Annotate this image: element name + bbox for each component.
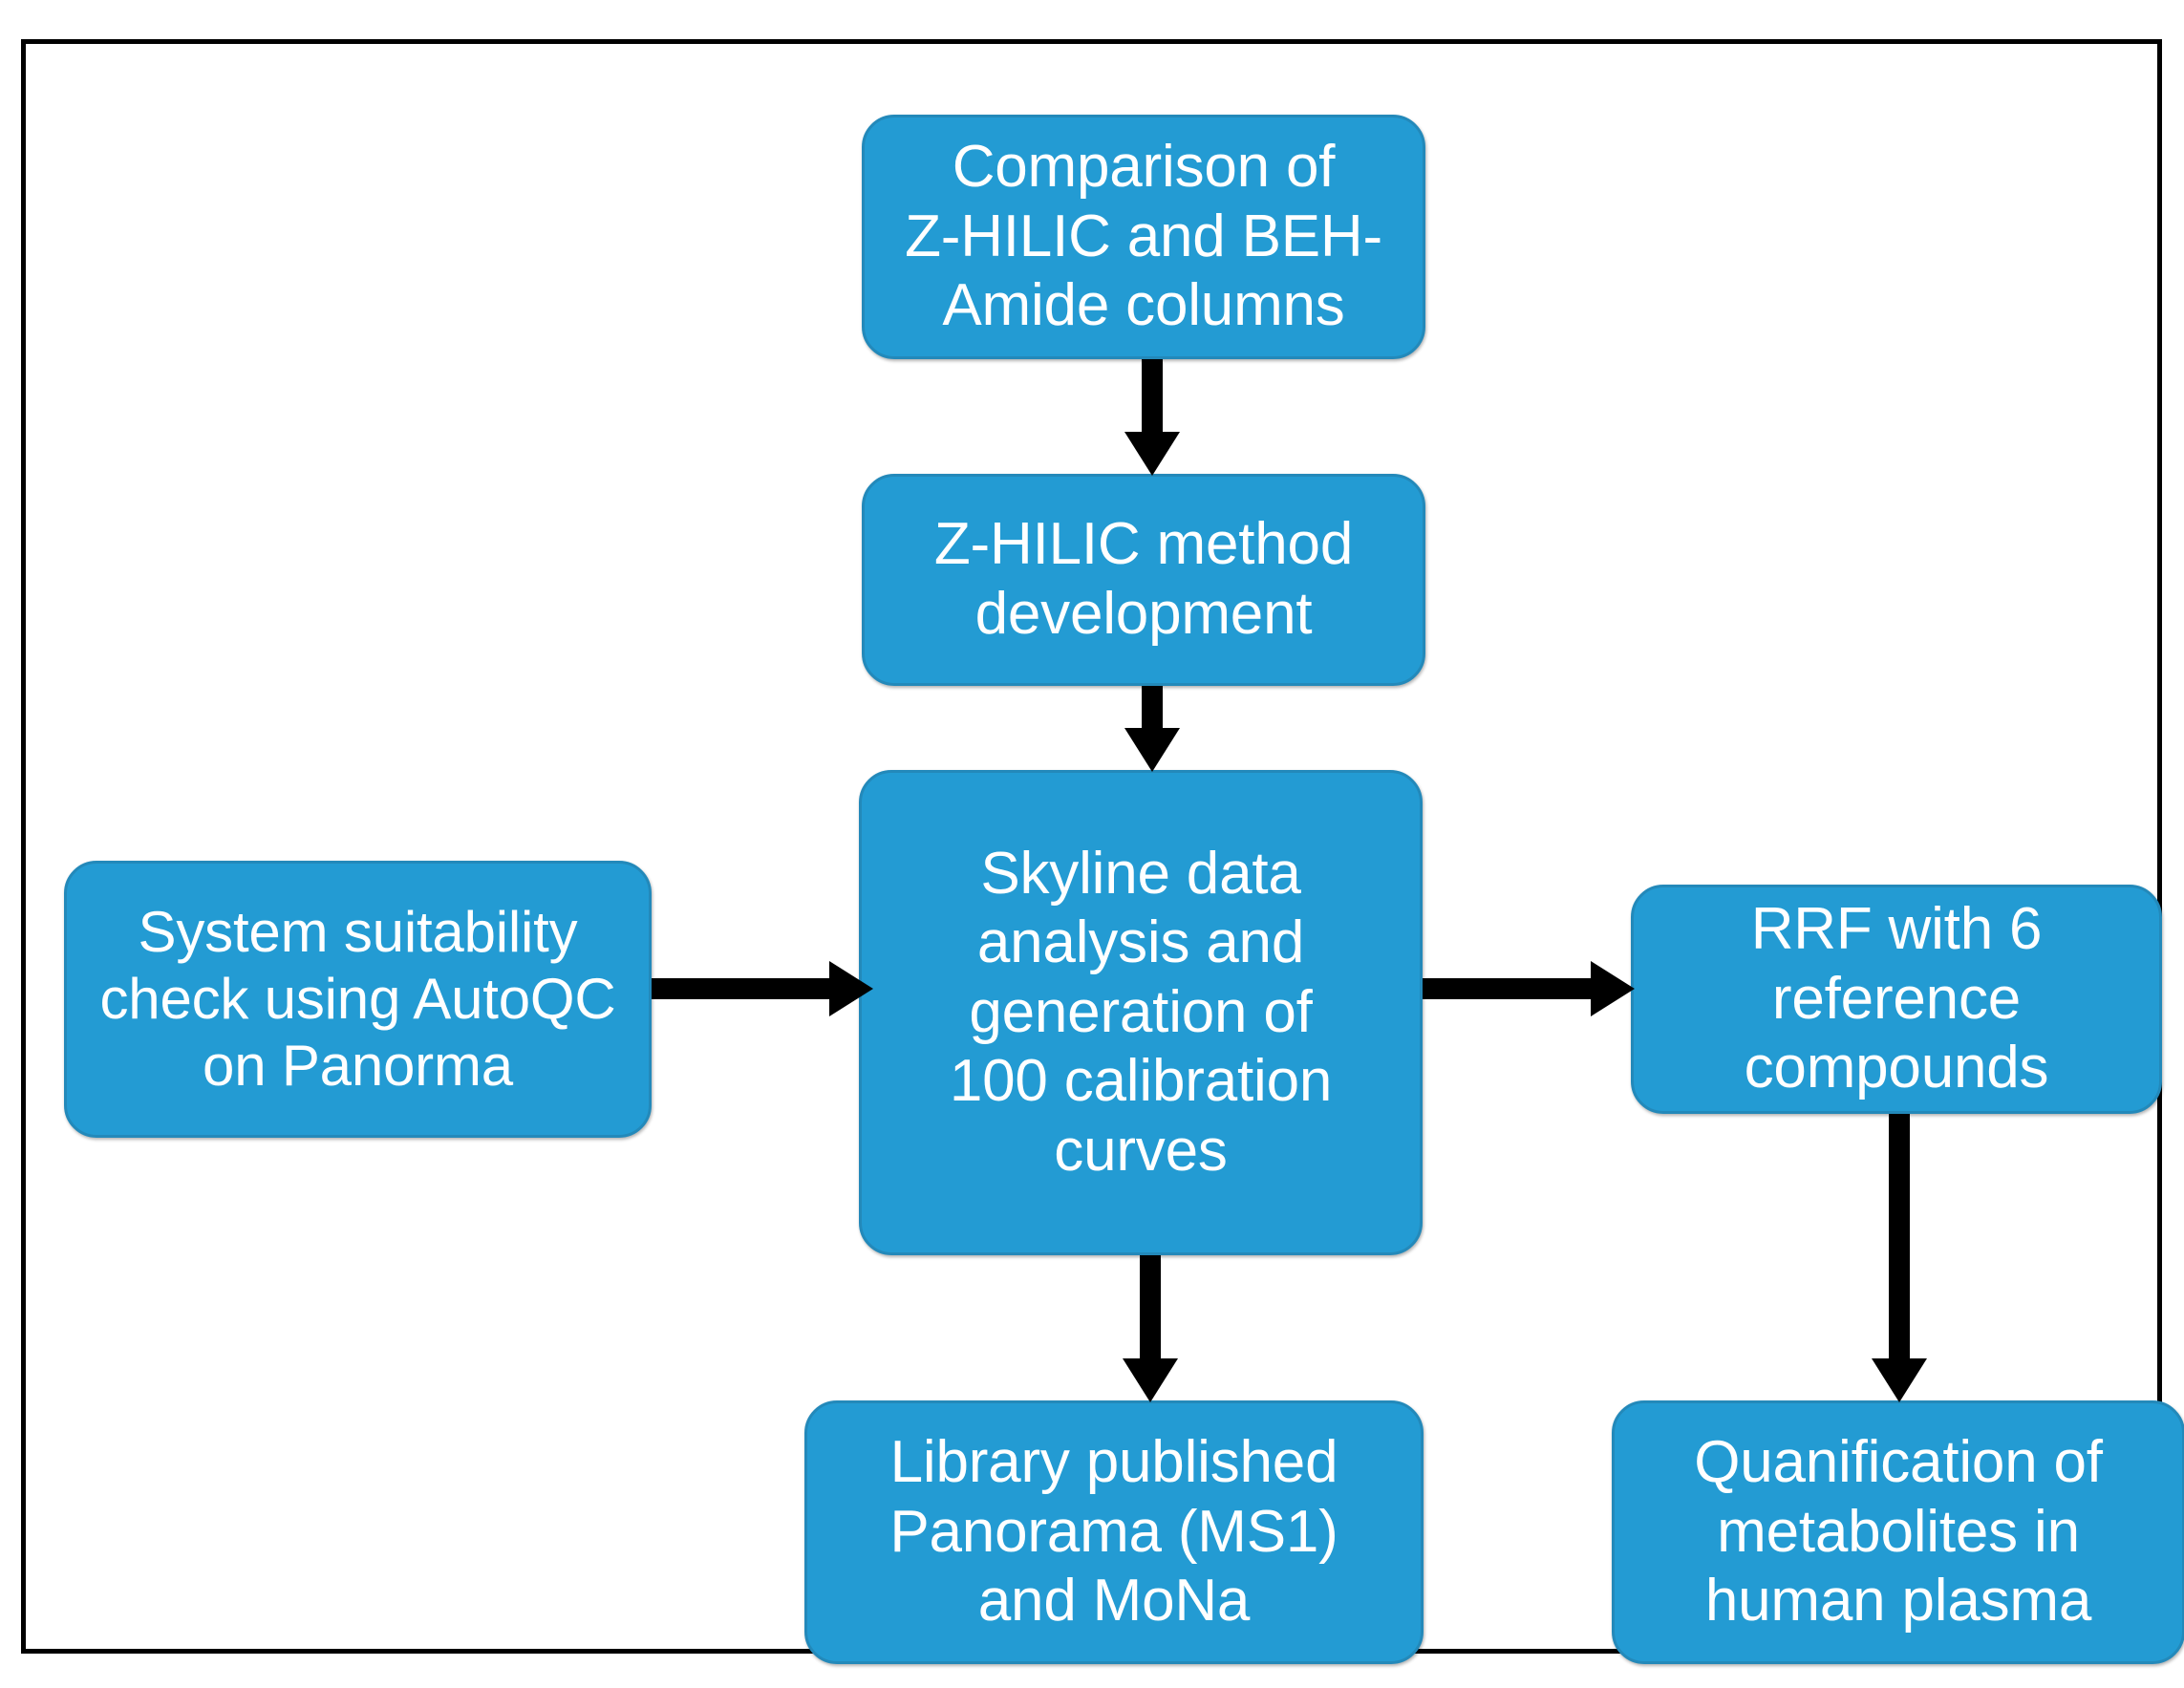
arrow-shaft	[1423, 978, 1595, 999]
arrow-method-development-to-skyline-icon	[1124, 686, 1180, 772]
node-quantification-human-plasma[interactable]: Quanification of metabolites in human pl…	[1612, 1400, 2184, 1664]
diagram-frame: Comparison of Z-HILIC and BEH- Amide col…	[21, 39, 2184, 1664]
arrow-head	[829, 961, 873, 1016]
arrow-head	[1123, 1358, 1178, 1402]
arrow-shaft	[1889, 1114, 1910, 1360]
node-z-hilic-method-development[interactable]: Z-HILIC method development	[862, 474, 1425, 686]
arrow-shaft	[1142, 686, 1163, 730]
arrow-shaft	[1140, 1255, 1161, 1360]
node-rrf-reference-compounds[interactable]: RRF with 6 reference compounds	[1631, 885, 2162, 1114]
arrow-head	[1591, 961, 1635, 1016]
node-comparison-of-columns[interactable]: Comparison of Z-HILIC and BEH- Amide col…	[862, 115, 1425, 359]
arrow-head	[1124, 728, 1180, 772]
arrow-shaft	[652, 978, 833, 999]
arrow-skyline-to-library-icon	[1123, 1255, 1178, 1402]
node-skyline-data-analysis[interactable]: Skyline data analysis and generation of …	[859, 770, 1423, 1255]
node-system-suitability-check[interactable]: System suitability check using AutoQC on…	[64, 861, 652, 1138]
arrow-head	[1872, 1358, 1927, 1402]
node-library-published[interactable]: Library published Panorama (MS1) and MoN…	[804, 1400, 1424, 1664]
arrow-rrf-to-quantification-icon	[1872, 1114, 1927, 1402]
arrow-comparison-to-method-development-icon	[1124, 359, 1180, 476]
arrow-skyline-to-rrf-icon	[1423, 961, 1635, 1016]
arrow-head	[1124, 432, 1180, 476]
arrow-system-suitability-to-skyline-icon	[652, 961, 873, 1016]
arrow-shaft	[1142, 359, 1163, 434]
